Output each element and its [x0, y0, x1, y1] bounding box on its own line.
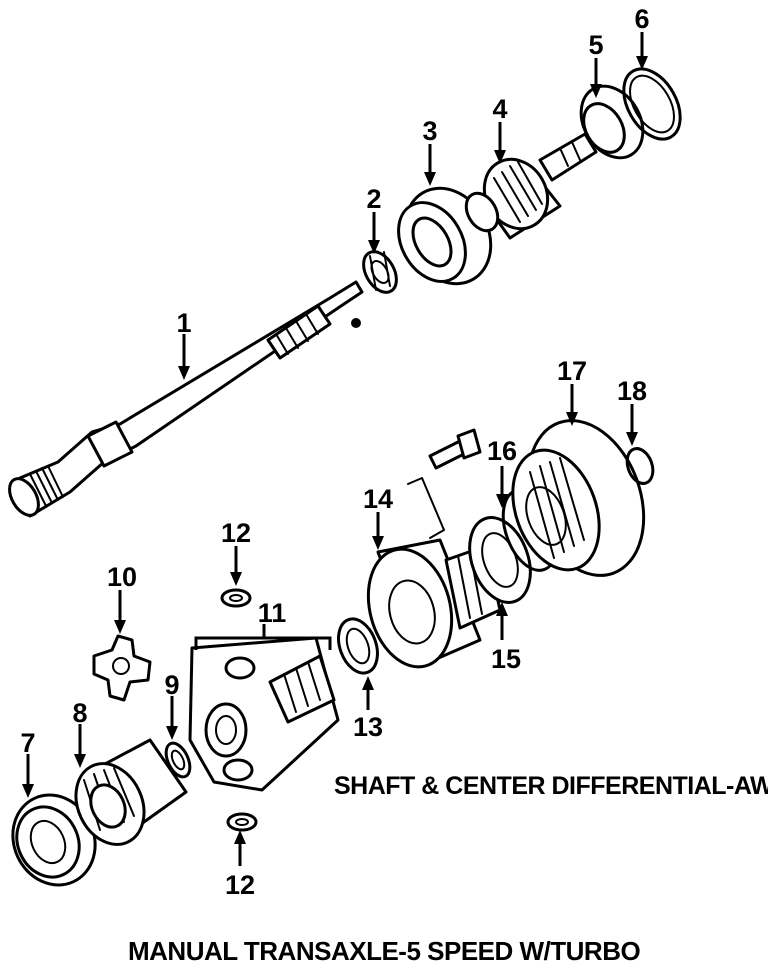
callout-12-lower: 12 — [225, 870, 255, 900]
callout-18: 18 — [617, 376, 647, 406]
part-12-washer-lower — [226, 812, 258, 832]
part-2-needle-bearing — [362, 250, 398, 294]
part-12-washer-upper — [220, 588, 252, 608]
callout-5: 5 — [588, 30, 603, 60]
part-18-snap-ring — [625, 447, 655, 485]
part-9-washer — [164, 741, 192, 779]
callout-9: 9 — [164, 670, 179, 700]
callout-6: 6 — [634, 4, 649, 34]
callout-11: 11 — [258, 598, 287, 628]
callout-8: 8 — [72, 698, 87, 728]
part-8-gear — [74, 738, 188, 846]
callout-7: 7 — [20, 728, 35, 758]
callout-2: 2 — [366, 184, 381, 214]
part-4-gear — [464, 157, 562, 240]
callout-10: 10 — [107, 562, 137, 592]
part-15-bearing — [468, 516, 532, 604]
diagram-subtitle: SHAFT & CENTER DIFFERENTIAL-AWD — [334, 772, 768, 800]
callout-13: 13 — [353, 712, 383, 742]
callout-numbers: 1 2 3 4 5 6 7 8 9 10 11 12 12 13 14 15 1… — [20, 4, 649, 900]
part-6-snap-ring — [622, 67, 682, 141]
leader-lines — [22, 32, 648, 866]
part-5-bearing — [538, 84, 645, 182]
callout-3: 3 — [422, 116, 437, 146]
part-1-shaft — [8, 280, 364, 518]
callout-12-upper: 12 — [221, 518, 251, 548]
callout-4: 4 — [492, 94, 507, 124]
part-10-spider — [92, 634, 152, 702]
callout-17: 17 — [557, 356, 587, 386]
part-13-ring — [337, 617, 379, 675]
callout-15: 15 — [491, 644, 521, 674]
callout-1: 1 — [176, 308, 191, 338]
part-11-diff-case — [188, 636, 340, 792]
callout-16: 16 — [487, 436, 517, 466]
callout-14: 14 — [363, 484, 393, 514]
diagram-title: MANUAL TRANSAXLE-5 SPEED W/TURBO — [128, 936, 641, 966]
